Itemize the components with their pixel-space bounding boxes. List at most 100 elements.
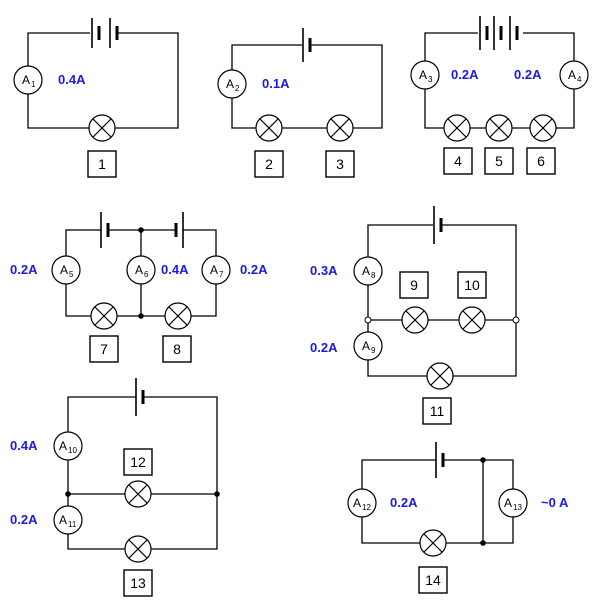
ammeter-a10: A 10 (53, 431, 83, 461)
ammeter-symbol: A (60, 263, 68, 277)
junction-node (480, 457, 486, 463)
lamp-number: 6 (537, 153, 545, 169)
ammeter-a12: A 12 (347, 488, 377, 518)
battery (435, 442, 445, 478)
battery (174, 212, 184, 248)
ammeter-symbol: A (419, 68, 427, 82)
lamp-number: 10 (464, 277, 480, 293)
circuit-6: A 10 0.4A A 11 0.2A 12 13 (10, 378, 220, 597)
ammeter-reading: 0.4A (161, 262, 189, 277)
junction-node (138, 227, 144, 233)
ammeter-reading: 0.2A (390, 495, 418, 510)
lamp-label-box: 11 (422, 397, 452, 425)
lamp-label-box: 6 (526, 147, 556, 175)
circuit-5: A 8 0.3A A 9 0.2A 9 (310, 206, 520, 425)
ammeter-reading: 0.3A (310, 263, 338, 278)
lamp-14 (419, 529, 447, 557)
lamp-label-box: 8 (162, 335, 192, 363)
lamp-1 (88, 114, 116, 142)
lamp-3 (326, 114, 354, 142)
lamp-number: 4 (454, 153, 462, 169)
lamp-number: 3 (336, 156, 344, 172)
lamp-2 (255, 114, 283, 142)
circuit-4: A 5 0.2A A 6 0.4A A 7 0.2A 7 (10, 212, 268, 363)
lamp-label-box: 1 (87, 150, 117, 178)
ammeter-a7: A 7 (201, 255, 231, 285)
ammeter-reading: ~0 A (541, 495, 569, 510)
battery (100, 212, 110, 248)
battery (433, 206, 443, 244)
ammeter-reading: 0.4A (58, 72, 86, 87)
wire (27, 32, 179, 129)
ammeter-index: 11 (68, 520, 77, 529)
junction-node (512, 316, 520, 324)
lamp-11 (426, 362, 454, 390)
lamp-10 (458, 306, 486, 334)
ammeter-reading: 0.1A (262, 76, 290, 91)
ammeter-symbol: A (135, 263, 143, 277)
lamp-label-box: 5 (484, 147, 514, 175)
lamp-13 (124, 535, 152, 563)
lamp-4 (443, 114, 471, 142)
lamp-8 (164, 302, 192, 330)
ammeter-a1: A 1 (13, 65, 43, 95)
ammeter-symbol: A (353, 496, 361, 510)
ammeter-symbol: A (568, 68, 576, 82)
ammeter-symbol: A (22, 73, 30, 87)
ammeter-index: 8 (371, 271, 376, 280)
lamp-number: 14 (425, 572, 441, 588)
ammeter-index: 10 (68, 446, 77, 455)
junction-node (138, 313, 144, 319)
ammeter-reading: 0.2A (451, 67, 479, 82)
ammeter-a3: A 3 (410, 60, 440, 90)
lamp-7 (90, 302, 118, 330)
lamp-label-box: 9 (399, 271, 429, 299)
lamp-number: 11 (430, 403, 445, 419)
ammeter-symbol: A (226, 77, 234, 91)
lamp-number: 7 (100, 341, 108, 357)
lamp-6 (529, 114, 557, 142)
lamp-label-box: 10 (457, 271, 487, 299)
ammeter-a4: A 4 (559, 60, 589, 90)
ammeter-a9: A 9 (353, 331, 383, 361)
lamp-label-box: 13 (123, 569, 153, 597)
ammeter-index: 4 (577, 75, 582, 84)
wire (231, 44, 383, 129)
lamp-12 (124, 480, 152, 508)
lamp-number: 2 (265, 156, 273, 172)
lamp-5 (485, 114, 513, 142)
ammeter-index: 5 (69, 270, 74, 279)
ammeter-symbol: A (504, 496, 512, 510)
circuit-2: A 2 0.1A 2 3 (217, 28, 383, 178)
junction-node (214, 491, 220, 497)
ammeter-symbol: A (362, 264, 370, 278)
ammeter-index: 9 (371, 346, 376, 355)
ammeter-index: 6 (144, 270, 149, 279)
lamp-9 (401, 306, 429, 334)
ammeter-index: 1 (31, 80, 36, 89)
ammeter-reading: 0.2A (10, 512, 38, 527)
battery (135, 378, 145, 416)
battery (302, 28, 312, 62)
junction-node (480, 540, 486, 546)
ammeter-index: 13 (513, 503, 522, 512)
lamp-number: 13 (130, 575, 146, 591)
lamp-label-box: 3 (325, 150, 355, 178)
wire (424, 32, 575, 129)
ammeter-a8: A 8 (353, 256, 383, 286)
lamp-number: 12 (130, 454, 146, 470)
ammeter-reading: 0.4A (10, 438, 38, 453)
ammeter-reading: 0.2A (514, 67, 542, 82)
lamp-number: 5 (495, 153, 503, 169)
junction-node (65, 491, 71, 497)
ammeter-a11: A 11 (53, 505, 83, 535)
lamp-number: 8 (173, 341, 181, 357)
ammeter-symbol: A (210, 263, 218, 277)
circuit-7: A 12 0.2A A 13 ~0 A 14 (347, 442, 569, 594)
lamp-number: 9 (410, 277, 418, 293)
wire (367, 224, 517, 377)
ammeter-symbol: A (59, 439, 67, 453)
ammeter-index: 7 (219, 270, 224, 279)
